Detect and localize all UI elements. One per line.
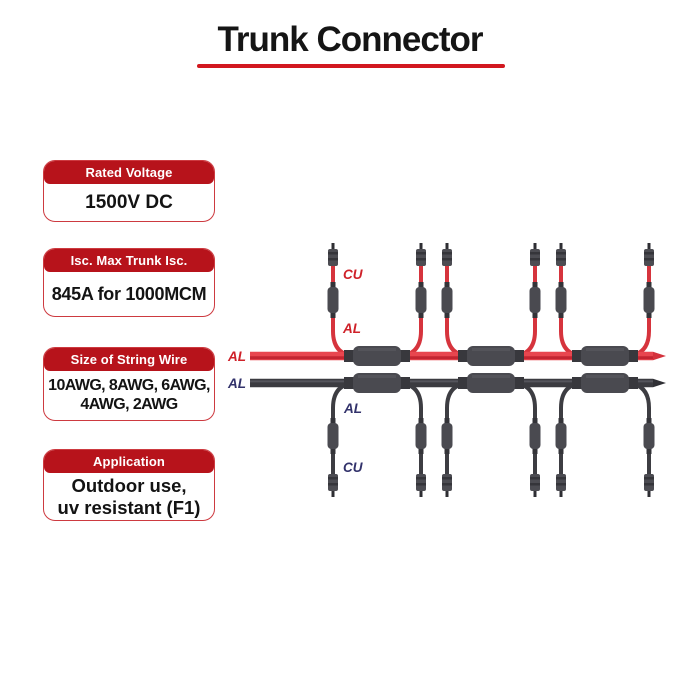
black-trunk-al-label: AL (227, 376, 246, 391)
t-junction (572, 373, 638, 393)
card-value: 845A for 1000MCM (51, 283, 207, 304)
t-junction (458, 346, 524, 366)
t-junction (344, 346, 410, 366)
mc4-connector (442, 243, 452, 266)
red-drop-al-label: AL (342, 321, 361, 336)
t-junction (572, 346, 638, 366)
spec-card-max-trunk-isc: Isc. Max Trunk Isc. 845A for 1000MCM (43, 248, 215, 317)
card-value: Outdoor use, uv resistant (F1) (57, 475, 201, 518)
mc4-connector (530, 474, 540, 497)
spec-card-rated-voltage: Rated Voltage 1500V DC (43, 160, 215, 222)
mc4-connector (328, 474, 338, 497)
mc4-connector (416, 243, 426, 266)
red-trunk-al-label: AL (227, 349, 246, 364)
drop-cables (331, 260, 651, 476)
inline-fuse (441, 418, 453, 454)
black-drop-cu-label: CU (343, 460, 364, 475)
spec-card-application: Application Outdoor use, uv resistant (F… (43, 449, 215, 521)
red-drop-cu-label: CU (343, 267, 364, 282)
inline-fuse (555, 418, 567, 454)
inline-fuse (529, 282, 541, 318)
card-value: 10AWG, 8AWG, 6AWG, 4AWG, 2AWG (48, 377, 210, 413)
card-header: Application (44, 450, 214, 473)
card-header: Isc. Max Trunk Isc. (44, 249, 214, 272)
inline-fuse (327, 282, 339, 318)
black-trunk-tip (653, 378, 666, 388)
black-drop-al-label: AL (343, 401, 362, 416)
mc4-connector (556, 474, 566, 497)
inline-fuse (643, 282, 655, 318)
title-underline (197, 64, 505, 68)
inline-fuse (555, 282, 567, 318)
inline-fuse (643, 418, 655, 454)
t-junction (458, 373, 524, 393)
inline-fuse (327, 418, 339, 454)
card-header: Rated Voltage (44, 161, 214, 184)
mc4-connector (644, 474, 654, 497)
red-trunk-tip (653, 351, 666, 361)
mc4-connector (530, 243, 540, 266)
mc4-connector (442, 474, 452, 497)
inline-fuse (441, 282, 453, 318)
mc4-connector (328, 243, 338, 266)
mc4-connector (556, 243, 566, 266)
inline-fuse (529, 418, 541, 454)
t-junctions (344, 346, 638, 393)
inline-fuse (415, 282, 427, 318)
card-value: 1500V DC (85, 191, 173, 213)
inline-fuse (415, 418, 427, 454)
fuses-and-connectors (327, 243, 655, 497)
spec-card-string-wire-size: Size of String Wire 10AWG, 8AWG, 6AWG, 4… (43, 347, 215, 421)
card-header: Size of String Wire (44, 348, 214, 371)
t-junction (344, 373, 410, 393)
mc4-connector (416, 474, 426, 497)
mc4-connector (644, 243, 654, 266)
cable-labels: AL AL CU AL AL CU (227, 267, 364, 475)
page-title: Trunk Connector (217, 20, 483, 59)
